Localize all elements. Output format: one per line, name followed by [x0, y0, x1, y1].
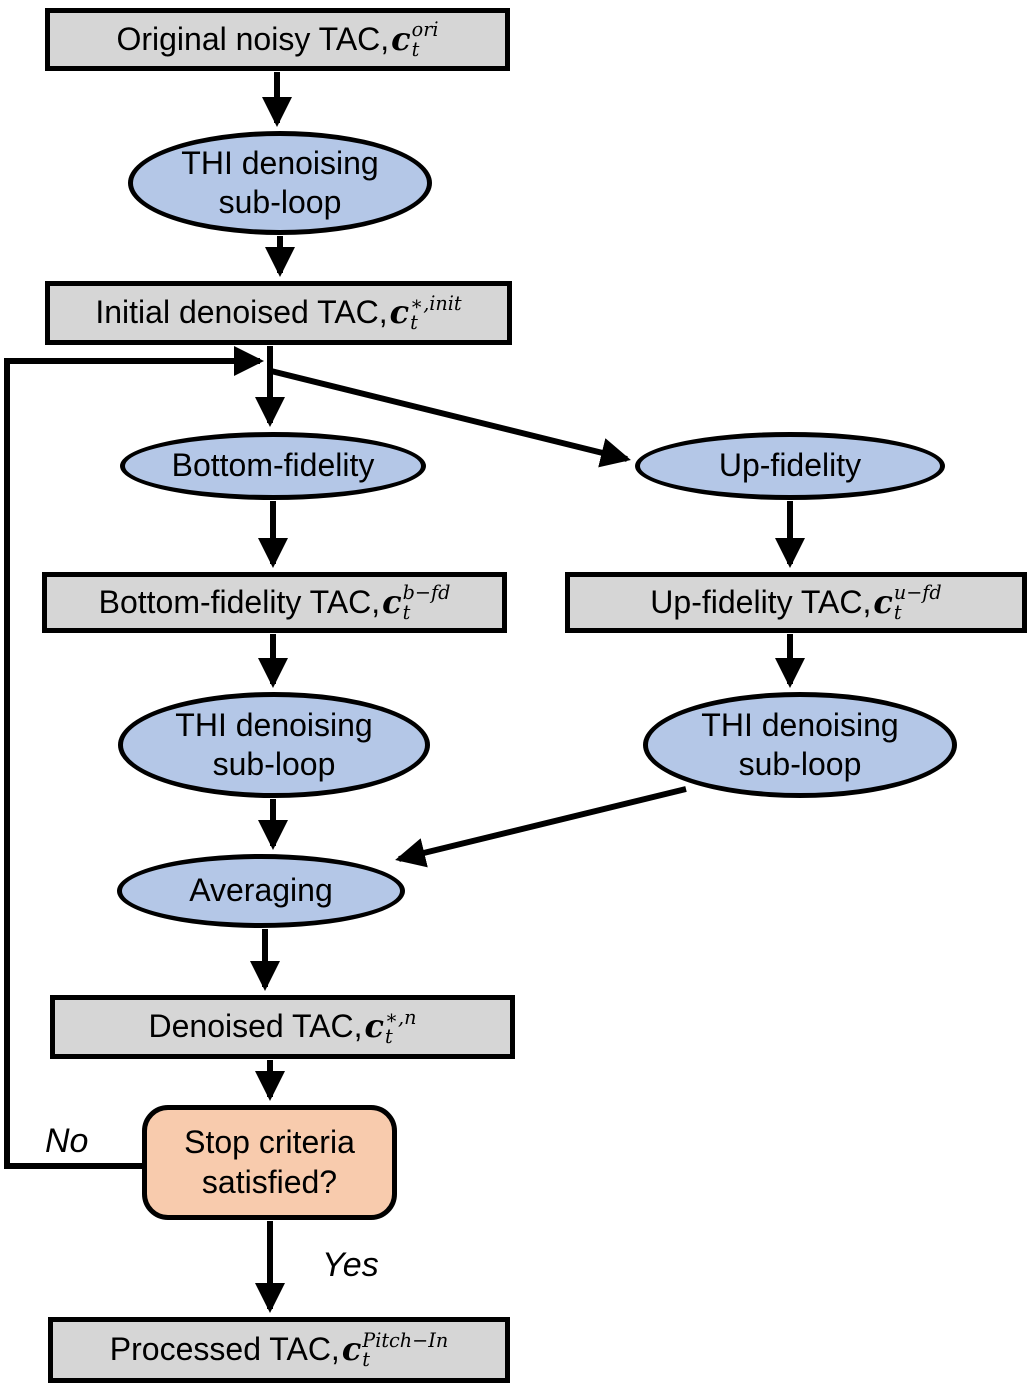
arrow-thi3-to-averaging	[395, 786, 687, 868]
node-label: THI denoising sub-loop	[181, 144, 379, 220]
node-label: Stop criteria satisfied?	[184, 1124, 355, 1200]
math-variable: c	[873, 582, 893, 621]
edge-label-yes: Yes	[322, 1246, 379, 1284]
arrow-branch-to-up-fidelity	[270, 368, 631, 468]
math-superscript: u−fd	[893, 581, 942, 605]
node-stop-criteria-decision: Stop criteria satisfied?	[142, 1105, 397, 1220]
node-label: Bottom-fidelity	[171, 447, 375, 484]
math-variable: c	[341, 1330, 362, 1369]
node-thi-denoising-subloop-1: THI denoising sub-loop	[128, 131, 432, 235]
math-subscript: t	[362, 1348, 371, 1371]
node-bottom-fidelity: Bottom-fidelity	[120, 432, 426, 500]
math-superscript: ∗,init	[410, 291, 462, 315]
math-subscript: t	[411, 37, 420, 61]
math-subscript: t	[402, 600, 411, 624]
node-label: Up-fidelity TAC,	[650, 583, 872, 620]
node-up-fidelity: Up-fidelity	[635, 432, 945, 500]
node-label: Initial denoised TAC,	[95, 294, 388, 331]
node-label: Original noisy TAC,	[116, 20, 390, 57]
node-label: Processed TAC,	[109, 1331, 340, 1368]
node-label: Averaging	[189, 872, 333, 909]
math-subscript: t	[893, 600, 902, 624]
feedback-loop-no	[4, 346, 265, 1169]
math-subscript: t	[410, 311, 418, 334]
node-label: THI denoising sub-loop	[175, 706, 373, 782]
math-variable: c	[382, 582, 402, 621]
math-subscript: t	[385, 1025, 393, 1048]
node-thi-denoising-subloop-3: THI denoising sub-loop	[643, 692, 957, 798]
node-label: Up-fidelity	[718, 447, 862, 484]
edge-label-no: No	[45, 1122, 89, 1160]
math-variable: c	[364, 1007, 384, 1046]
math-superscript: ori	[411, 18, 439, 42]
math-superscript: ∗,n	[385, 1005, 417, 1029]
math-superscript: b−fd	[402, 581, 451, 605]
node-label: Denoised TAC,	[148, 1008, 363, 1045]
math-variable: c	[391, 19, 411, 58]
node-label: Bottom-fidelity TAC,	[98, 583, 381, 620]
math-variable: c	[389, 293, 410, 332]
math-superscript: Pitch−In	[362, 1328, 449, 1352]
node-label: THI denoising sub-loop	[701, 706, 899, 782]
node-averaging: Averaging	[117, 854, 405, 928]
node-thi-denoising-subloop-2: THI denoising sub-loop	[118, 692, 430, 798]
